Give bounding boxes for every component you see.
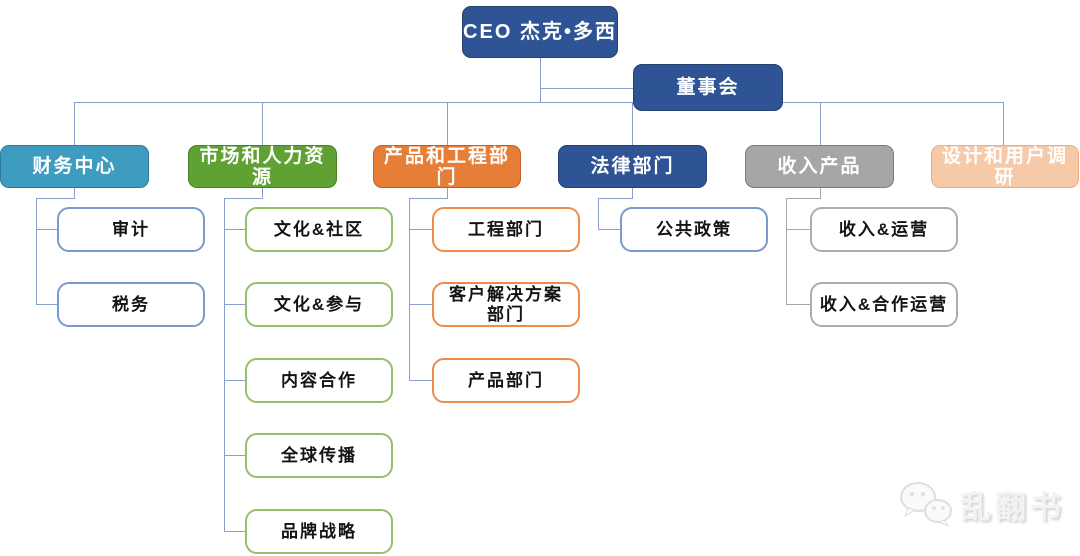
node-client-solutions-label: 客户解决方案 部门 bbox=[449, 284, 563, 324]
connector-revenue-stub-1 bbox=[786, 229, 810, 230]
connector-market-stem bbox=[262, 188, 263, 198]
connector-finance-stem bbox=[74, 188, 75, 198]
node-revenue-operations: 收入&运营 bbox=[810, 207, 958, 252]
connector-market-rail bbox=[224, 198, 225, 531]
connector-product-stub-1 bbox=[409, 229, 432, 230]
node-dept-design-research-label: 设计和用户调 研 bbox=[941, 145, 1068, 188]
node-dept-finance-label: 财务中心 bbox=[32, 156, 117, 177]
node-culture-engagement: 文化&参与 bbox=[245, 282, 393, 327]
node-engineering-label: 工程部门 bbox=[468, 219, 544, 239]
connector-product-elbow bbox=[409, 198, 448, 199]
connector-finance-stub-1 bbox=[36, 229, 57, 230]
connector-bus bbox=[74, 102, 1003, 103]
node-revenue-operations-label: 收入&运营 bbox=[838, 219, 930, 239]
node-dept-design-research: 设计和用户调 研 bbox=[931, 145, 1079, 188]
node-culture-community-label: 文化&社区 bbox=[273, 219, 365, 239]
node-audit: 审计 bbox=[57, 207, 205, 252]
node-revenue-partner-operations: 收入&合作运营 bbox=[810, 282, 958, 327]
connector-product-stem bbox=[447, 188, 448, 198]
node-product-dept: 产品部门 bbox=[432, 358, 580, 403]
watermark: 乱翻书 bbox=[898, 480, 1065, 528]
node-revenue-partner-operations-label: 收入&合作运营 bbox=[819, 294, 949, 314]
node-global-communications: 全球传播 bbox=[245, 433, 393, 478]
node-content-partnership-label: 内容合作 bbox=[281, 370, 357, 390]
connector-drop-revenue bbox=[820, 102, 821, 145]
node-public-policy: 公共政策 bbox=[620, 207, 768, 252]
watermark-text: 乱翻书 bbox=[960, 489, 1065, 525]
node-dept-legal: 法律部门 bbox=[558, 145, 707, 188]
node-dept-revenue-product: 收入产品 bbox=[745, 145, 894, 188]
wechat-icon bbox=[900, 482, 952, 528]
node-content-partnership: 内容合作 bbox=[245, 358, 393, 403]
node-public-policy-label: 公共政策 bbox=[656, 219, 732, 239]
connector-legal-elbow bbox=[598, 198, 633, 199]
node-culture-community: 文化&社区 bbox=[245, 207, 393, 252]
connector-finance-stub-2 bbox=[36, 304, 57, 305]
connector-market-stub-4 bbox=[224, 455, 245, 456]
node-client-solutions: 客户解决方案 部门 bbox=[432, 282, 580, 327]
node-board-label: 董事会 bbox=[676, 77, 740, 98]
node-dept-revenue-product-label: 收入产品 bbox=[777, 156, 862, 177]
node-brand-strategy-label: 品牌战略 bbox=[281, 521, 357, 541]
node-brand-strategy: 品牌战略 bbox=[245, 509, 393, 554]
node-dept-marketing-hr: 市场和人力资 源 bbox=[188, 145, 337, 188]
node-tax: 税务 bbox=[57, 282, 205, 327]
connector-legal-rail bbox=[598, 198, 599, 229]
node-board: 董事会 bbox=[633, 64, 783, 111]
connector-market-elbow bbox=[224, 198, 263, 199]
connector-market-stub-5 bbox=[224, 531, 245, 532]
node-engineering: 工程部门 bbox=[432, 207, 580, 252]
connector-market-stub-1 bbox=[224, 229, 245, 230]
node-audit-label: 审计 bbox=[112, 219, 150, 239]
node-culture-engagement-label: 文化&参与 bbox=[273, 294, 365, 314]
connector-market-stub-3 bbox=[224, 380, 245, 381]
node-ceo-label: CEO 杰克•多西 bbox=[463, 20, 617, 43]
connector-ceo-board bbox=[540, 88, 633, 89]
node-product-dept-label: 产品部门 bbox=[468, 370, 544, 390]
connector-drop-market bbox=[262, 102, 263, 145]
node-global-communications-label: 全球传播 bbox=[281, 445, 357, 465]
connector-drop-product bbox=[447, 102, 448, 145]
connector-revenue-rail bbox=[786, 198, 787, 304]
node-dept-legal-label: 法律部门 bbox=[590, 156, 675, 177]
connector-drop-finance bbox=[74, 102, 75, 145]
connector-drop-legal bbox=[632, 102, 633, 145]
connector-drop-design bbox=[1003, 102, 1004, 145]
node-dept-marketing-hr-label: 市场和人力资 源 bbox=[199, 145, 326, 188]
connector-finance-elbow bbox=[36, 198, 75, 199]
connector-revenue-stub-2 bbox=[786, 304, 810, 305]
connector-legal-stem bbox=[632, 188, 633, 198]
node-ceo: CEO 杰克•多西 bbox=[462, 6, 618, 58]
node-tax-label: 税务 bbox=[112, 294, 150, 314]
node-dept-finance: 财务中心 bbox=[0, 145, 149, 188]
node-dept-product-engineering-label: 产品和工程部 门 bbox=[383, 145, 510, 188]
connector-revenue-elbow bbox=[786, 198, 821, 199]
connector-legal-stub-1 bbox=[598, 229, 620, 230]
connector-product-rail bbox=[409, 198, 410, 381]
node-dept-product-engineering: 产品和工程部 门 bbox=[373, 145, 521, 188]
connector-market-stub-2 bbox=[224, 304, 245, 305]
connector-ceo-drop bbox=[540, 58, 541, 102]
connector-finance-rail bbox=[36, 198, 37, 304]
connector-revenue-stem bbox=[820, 188, 821, 198]
connector-product-stub-3 bbox=[409, 380, 432, 381]
connector-product-stub-2 bbox=[409, 304, 432, 305]
